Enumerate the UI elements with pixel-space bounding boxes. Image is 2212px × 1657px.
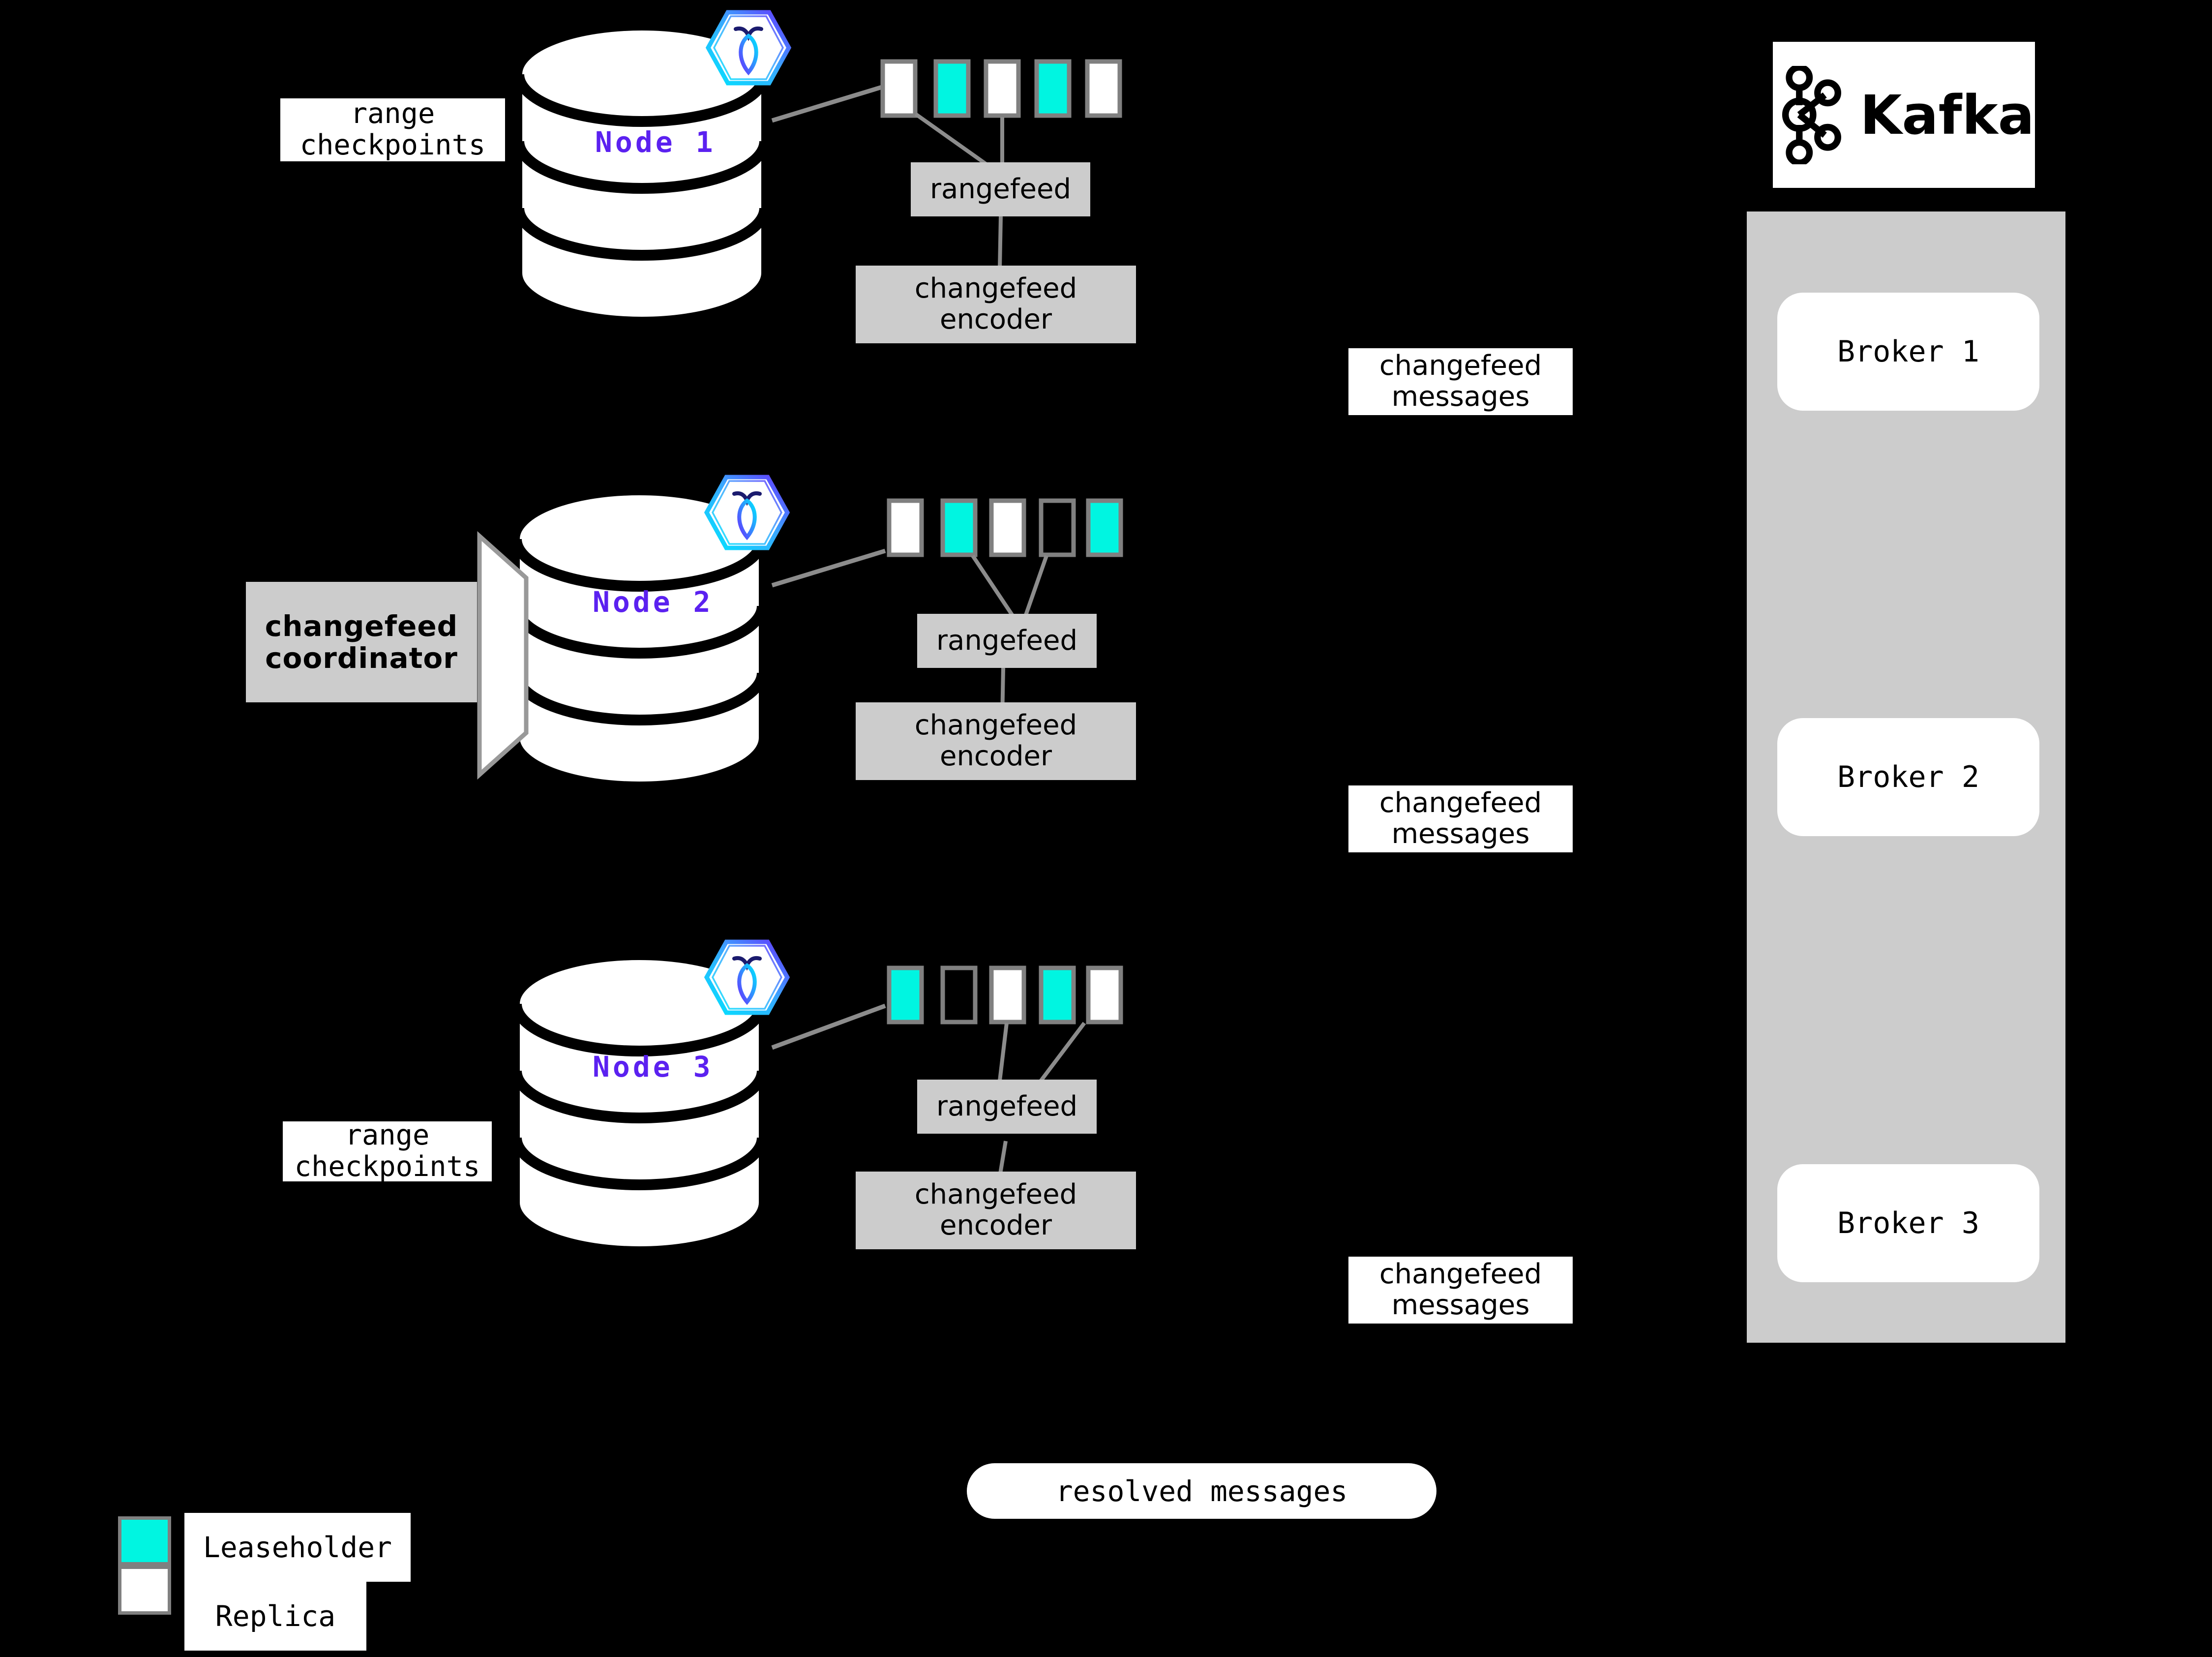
- node-1-rangefeed-box[interactable]: rangefeed: [911, 162, 1090, 216]
- node-1-crdb-hex-icon: [708, 12, 789, 83]
- legend-label-leaseholder: Leaseholder: [184, 1513, 411, 1582]
- node-1-range-checkpoints-label: range checkpoints: [280, 98, 505, 161]
- encoder-line-1: changefeed: [914, 1178, 1077, 1211]
- legend-swatch-replica: [118, 1566, 171, 1615]
- rangefeed-label: rangefeed: [936, 624, 1077, 657]
- node-2-range-to-rangefeed-line-b: [1023, 555, 1048, 617]
- node-2-range-to-rangefeed-line-a: [971, 554, 1015, 618]
- broker-2-box[interactable]: Broker 2: [1777, 718, 2039, 836]
- broker-3-box[interactable]: Broker 3: [1777, 1164, 2039, 1282]
- node-3-ranges: [887, 965, 1123, 1024]
- node-3-crdb-hex-icon: [707, 942, 787, 1013]
- coordinator-line-1: changefeed: [265, 609, 458, 643]
- node-2-label: Node 2: [593, 585, 714, 619]
- range-checkpoints-line-1: range: [345, 1121, 430, 1152]
- changefeed-messages-line-1: changefeed: [1379, 787, 1542, 819]
- encoder-line-2: encoder: [939, 1209, 1052, 1241]
- node-2-ranges: [887, 498, 1123, 557]
- rangefeed-label: rangefeed: [930, 173, 1071, 205]
- legend-swatch-leaseholder: [118, 1516, 171, 1566]
- node-2-crdb-hex-icon: [707, 477, 787, 548]
- node-3-changefeed-encoder-box[interactable]: changefeed encoder: [856, 1172, 1136, 1249]
- changefeed-messages-label-3: changefeed messages: [1348, 1257, 1573, 1324]
- node-3-cylinder-to-range-line: [771, 1003, 886, 1050]
- legend-label-text: Leaseholder: [203, 1530, 392, 1564]
- changefeed-messages-line-2: messages: [1391, 1289, 1530, 1321]
- kafka-logo-icon: [1782, 65, 1842, 164]
- node-3-rangefeed-box[interactable]: rangefeed: [917, 1080, 1097, 1134]
- legend-label-text: Replica: [215, 1599, 336, 1633]
- changefeed-messages-line-2: messages: [1391, 381, 1530, 413]
- node-2-cylinder-to-range-line: [771, 548, 886, 588]
- kafka-wordmark: Kafka: [1860, 83, 2034, 147]
- changefeed-messages-line-2: messages: [1391, 818, 1530, 850]
- node-1-range-to-rangefeed-line-a: [914, 112, 990, 168]
- broker-1-box[interactable]: Broker 1: [1777, 293, 2039, 411]
- broker-label: Broker 1: [1837, 334, 1979, 369]
- changefeed-messages-label-1: changefeed messages: [1348, 348, 1573, 415]
- encoder-line-1: changefeed: [914, 709, 1077, 742]
- node-1-cylinder-to-range-line: [771, 84, 886, 123]
- changefeed-messages-line-1: changefeed: [1379, 1258, 1542, 1291]
- node-1-ranges: [880, 59, 1122, 118]
- node-1-rangefeed-to-encoder-line: [998, 216, 1003, 269]
- broker-label: Broker 3: [1837, 1206, 1979, 1240]
- broker-label: Broker 2: [1837, 760, 1979, 794]
- encoder-line-2: encoder: [939, 303, 1052, 335]
- kafka-logo-card: Kafka: [1773, 42, 2035, 188]
- node-2-rangefeed-box[interactable]: rangefeed: [917, 614, 1097, 668]
- legend-label-replica: Replica: [184, 1582, 366, 1651]
- changefeed-messages-label-2: changefeed messages: [1348, 785, 1573, 852]
- node-3-range-checkpoints-label: range checkpoints: [283, 1121, 492, 1181]
- rangefeed-label: rangefeed: [936, 1090, 1077, 1122]
- range-checkpoints-line-1: range: [350, 98, 435, 130]
- resolved-messages-label: resolved messages: [1055, 1474, 1348, 1508]
- changefeed-coordinator-box[interactable]: changefeed coordinator: [246, 582, 477, 702]
- encoder-line-1: changefeed: [914, 272, 1077, 305]
- node-2-changefeed-encoder-box[interactable]: changefeed encoder: [856, 702, 1136, 780]
- changefeed-coordinator-pointer: [477, 531, 529, 780]
- node-1-changefeed-encoder-box[interactable]: changefeed encoder: [856, 266, 1136, 343]
- resolved-messages-pill: resolved messages: [967, 1463, 1436, 1519]
- encoder-line-2: encoder: [939, 740, 1052, 772]
- node-3-label: Node 3: [593, 1050, 714, 1084]
- range-checkpoints-line-2: checkpoints: [299, 129, 486, 161]
- range-checkpoints-line-2: checkpoints: [294, 1150, 480, 1181]
- coordinator-line-2: coordinator: [265, 641, 458, 675]
- node-1-label: Node 1: [595, 125, 716, 159]
- changefeed-messages-line-1: changefeed: [1379, 350, 1542, 382]
